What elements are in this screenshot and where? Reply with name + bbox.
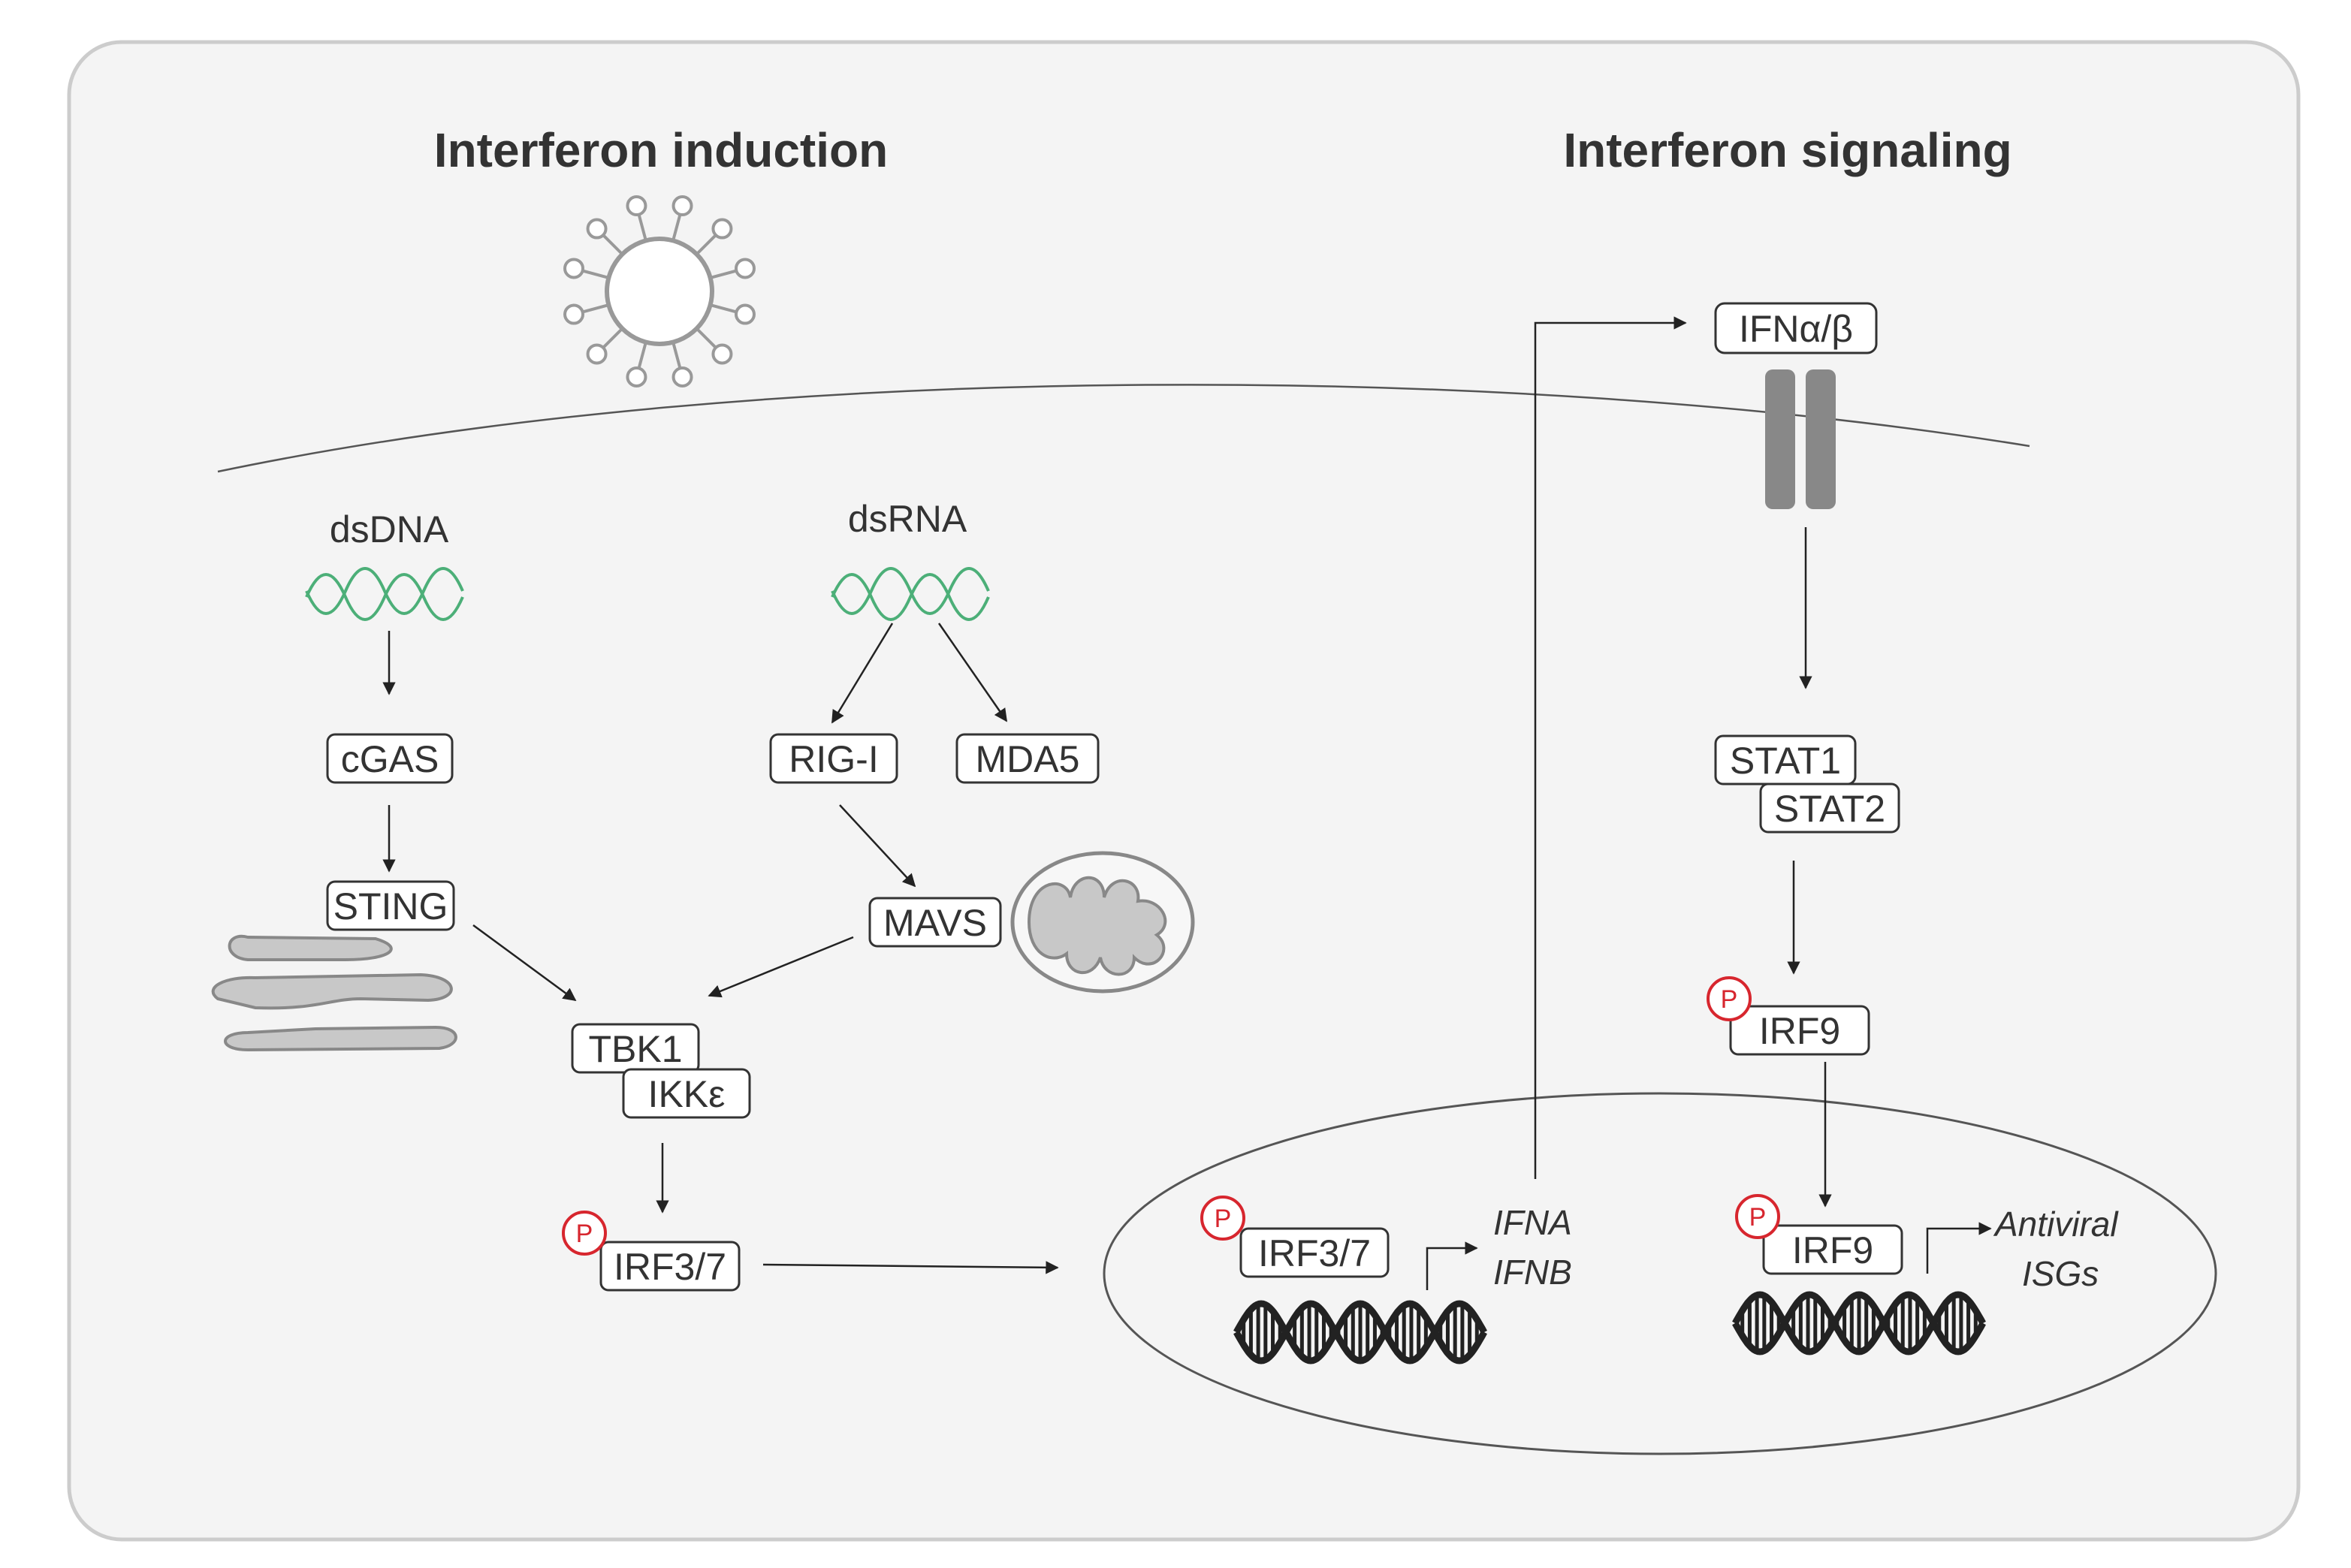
dsdna-label: dsDNA <box>330 508 449 550</box>
virus-icon <box>563 195 756 387</box>
node-stat1: STAT1 <box>1714 734 1857 786</box>
node-tbk1-label: TBK1 <box>588 1028 682 1070</box>
panel-background <box>67 40 2301 1542</box>
node-ifnab: IFNα/β <box>1714 302 1878 354</box>
phospho-label-4: P <box>1749 1203 1767 1232</box>
node-irf9-nucleus: IRF9 <box>1762 1224 1903 1275</box>
arrow-rigi-mavs <box>839 804 916 888</box>
dna-helix-icon <box>1732 1291 1986 1355</box>
title-interferon-signaling: Interferon signaling <box>1563 123 2011 177</box>
title-interferon-induction: Interferon induction <box>434 123 888 177</box>
gene-ifnb: IFNB <box>1493 1253 1572 1292</box>
node-sting-label: STING <box>333 885 448 927</box>
node-ifnab-label: IFNα/β <box>1739 308 1853 350</box>
endoplasmic-reticulum-icon <box>211 934 457 1052</box>
node-sting: STING <box>326 880 455 931</box>
node-irf9-nucleus-label: IRF9 <box>1792 1229 1873 1271</box>
arrow-transcription-ifn <box>1426 1241 1478 1290</box>
dna-helix-icon <box>1233 1300 1487 1364</box>
arrow-gene-ifn-secretion <box>1534 316 1687 1179</box>
phospho-label-3: P <box>1215 1205 1232 1233</box>
phospho-label-2: P <box>1721 985 1738 1014</box>
node-irf37-cytoplasm: IRF3/7 <box>599 1241 741 1292</box>
node-rigi: RIG-I <box>769 733 898 784</box>
nucleus <box>1103 1092 2217 1455</box>
dsrna-helix-icon <box>831 567 990 621</box>
node-mda5-label: MDA5 <box>976 738 1080 780</box>
node-irf9-cytoplasm-label: IRF9 <box>1759 1010 1840 1052</box>
arrow-sting-tbk1 <box>472 924 577 1002</box>
phospho-badge-irf9-cytoplasm: P <box>1707 976 1752 1021</box>
arrow-dsrna-mda5 <box>937 623 1008 722</box>
phospho-badge-irf37-cytoplasm: P <box>562 1211 607 1256</box>
node-stat2-label: STAT2 <box>1774 788 1885 830</box>
node-irf37-cytoplasm-label: IRF3/7 <box>614 1246 726 1288</box>
gene-isgs: ISGs <box>2022 1254 2099 1293</box>
arrow-dsrna-rigi <box>831 623 894 724</box>
arrow-irf37-nucleus <box>762 1261 1059 1274</box>
arrow-transcription-isg <box>1926 1222 1992 1274</box>
node-ikke: IKKε <box>622 1068 751 1119</box>
node-irf9-cytoplasm: IRF9 <box>1729 1005 1870 1056</box>
dsdna-helix-icon <box>305 567 464 621</box>
node-tbk1: TBK1 <box>571 1023 700 1074</box>
node-cgas: cGAS <box>326 733 454 784</box>
gene-antiviral: Antiviral <box>1993 1205 2119 1244</box>
node-mavs-label: MAVS <box>883 902 987 944</box>
node-mda5: MDA5 <box>955 733 1100 784</box>
node-rigi-label: RIG-I <box>789 738 878 780</box>
node-irf37-nucleus: IRF3/7 <box>1239 1227 1390 1278</box>
node-stat2: STAT2 <box>1759 782 1900 834</box>
gene-ifna: IFNA <box>1493 1203 1572 1242</box>
phospho-badge-irf37-nucleus: P <box>1200 1196 1245 1241</box>
receptor-icon <box>1765 369 1836 509</box>
node-mavs: MAVS <box>868 897 1002 948</box>
node-cgas-label: cGAS <box>341 738 439 780</box>
node-stat1-label: STAT1 <box>1730 740 1841 782</box>
phospho-badge-irf9-nucleus: P <box>1735 1194 1780 1239</box>
arrow-mavs-tbk1 <box>708 936 854 998</box>
node-irf37-nucleus-label: IRF3/7 <box>1258 1232 1371 1274</box>
phospho-label-1: P <box>576 1220 593 1248</box>
mitochondrion-icon <box>1010 851 1195 994</box>
dsrna-label: dsRNA <box>848 498 967 540</box>
node-ikke-label: IKKε <box>648 1073 726 1115</box>
